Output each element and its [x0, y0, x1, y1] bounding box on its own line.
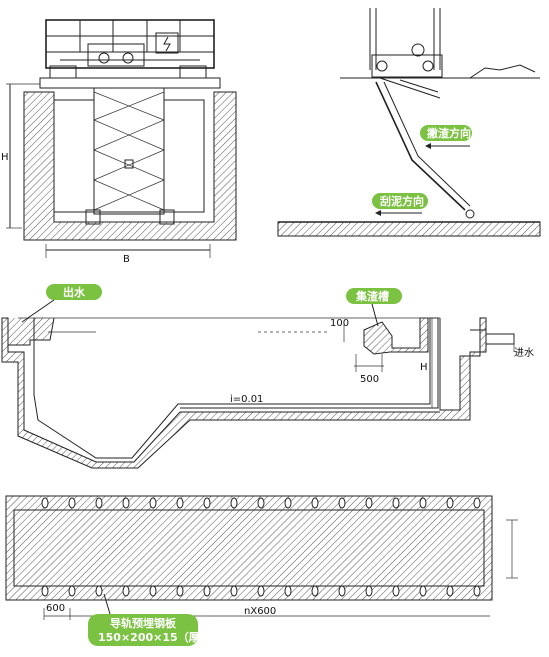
rail-slot	[41, 585, 49, 597]
outlet-label: 出水	[63, 285, 86, 299]
outlet-badge	[46, 284, 102, 300]
tank-body-section	[1, 317, 471, 469]
rail-slot	[311, 497, 319, 509]
side-view: 撇渣方向 刮泥方向	[277, 8, 541, 237]
rail-plate-label-1: 导轨预埋钢板	[110, 616, 177, 630]
plan-view: 600 nX600 导轨预埋钢板 150×200×15（厚）	[5, 495, 518, 646]
rail-slot	[392, 497, 400, 509]
rail-slot	[176, 585, 184, 597]
rail-slot	[419, 497, 427, 509]
rail-slot	[392, 585, 400, 597]
rail-slot	[419, 585, 427, 597]
rail-slot	[311, 585, 319, 597]
rail-slot	[338, 585, 346, 597]
rail-slot	[122, 585, 130, 597]
rail-slot	[446, 497, 454, 509]
dim-n600: nX600	[244, 606, 276, 617]
rail-slot	[203, 585, 211, 597]
rail-slot	[149, 497, 157, 509]
rail-slots	[41, 497, 481, 597]
rail-plate-label-2: 150×200×15（厚）	[98, 631, 211, 644]
scum-trough-badge	[346, 288, 402, 304]
plan-outer-wall	[5, 495, 493, 601]
rail-slot	[68, 585, 76, 597]
rail-slot	[284, 497, 292, 509]
rail-slot	[68, 497, 76, 509]
rail-slot	[257, 585, 265, 597]
rail-slot	[230, 497, 238, 509]
skim-direction-label: 撇渣方向	[427, 126, 471, 140]
rail-slot	[95, 585, 103, 597]
tank-floor	[277, 221, 541, 237]
rail-slot	[176, 497, 184, 509]
rail-slot	[284, 585, 292, 597]
dim-500: 500	[360, 374, 379, 385]
rail-slot	[473, 585, 481, 597]
scrape-direction-label: 刮泥方向	[380, 194, 424, 208]
lightning-icon	[163, 36, 171, 52]
rail-slot	[122, 497, 130, 509]
rail-slot	[473, 497, 481, 509]
rail-plate-badge	[88, 614, 198, 646]
inlet-label: 进水	[514, 347, 534, 359]
scum-trough	[363, 317, 429, 355]
rail-slot	[149, 585, 157, 597]
rail-slot	[41, 497, 49, 509]
dim-h-left: H	[1, 152, 9, 163]
rail-slot	[365, 497, 373, 509]
rail-slot	[446, 585, 454, 597]
dim-600: 600	[46, 603, 65, 614]
longitudinal-section: 100 500 H i=0.01 出水 集渣槽 进水	[1, 284, 534, 469]
dim-b: B	[123, 254, 130, 265]
front-section-view: H B	[1, 19, 237, 265]
skim-direction-badge	[420, 125, 472, 141]
scrape-direction-badge	[372, 193, 428, 209]
dim-h-mid: H	[420, 362, 428, 373]
rail-slot	[95, 497, 103, 509]
inlet-pipe	[485, 333, 515, 345]
truss-frame	[93, 87, 165, 215]
rail-slot	[338, 497, 346, 509]
rail-slot	[257, 497, 265, 509]
dim-100: 100	[330, 318, 349, 329]
slope-label: i=0.01	[230, 394, 263, 405]
rail-slot	[203, 497, 211, 509]
carriage	[371, 54, 443, 78]
rail-slot	[365, 585, 373, 597]
cabin-frame	[45, 19, 215, 69]
scum-trough-label: 集渣槽	[355, 289, 389, 303]
rail-slot	[230, 585, 238, 597]
scraper-arm	[375, 81, 466, 211]
electric-box	[155, 32, 179, 54]
